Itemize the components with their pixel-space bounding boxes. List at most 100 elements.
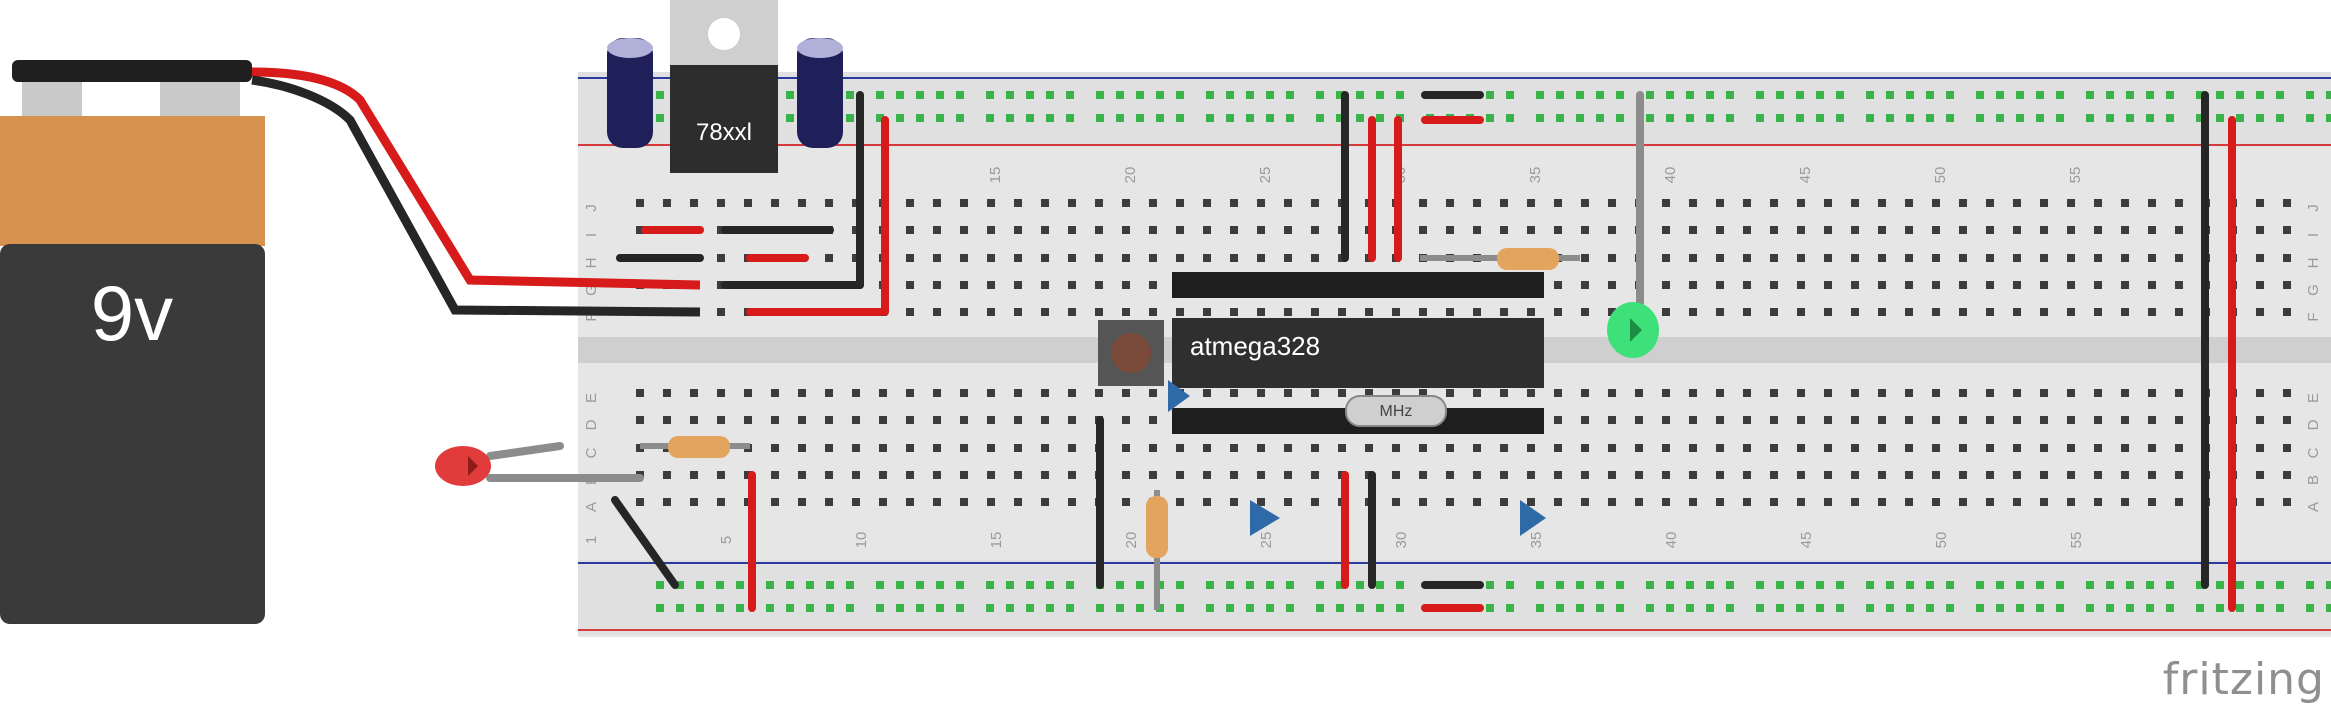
hole: [1576, 581, 1584, 589]
hole: [846, 91, 854, 99]
hole: [2166, 114, 2174, 122]
hole: [987, 281, 995, 289]
hole: [1689, 498, 1697, 506]
hole: [2056, 91, 2064, 99]
hole: [1770, 471, 1778, 479]
hole: [1616, 604, 1624, 612]
hole: [876, 581, 884, 589]
hole: [846, 114, 854, 122]
battery-9v[interactable]: 9v: [0, 60, 265, 624]
hole: [1581, 199, 1589, 207]
hole: [2175, 498, 2183, 506]
hole: [986, 91, 994, 99]
hole: [1446, 444, 1454, 452]
battery-copper-top: [0, 116, 265, 246]
hole: [798, 389, 806, 397]
hole: [1311, 389, 1319, 397]
atmega328-chip[interactable]: atmega328: [1172, 272, 1544, 434]
hole: [1246, 114, 1254, 122]
hole: [1284, 199, 1292, 207]
hole: [1986, 199, 1994, 207]
hole: [1959, 254, 1967, 262]
crystal-oscillator[interactable]: MHz: [1345, 395, 1447, 427]
hole: [960, 281, 968, 289]
hole: [1706, 114, 1714, 122]
hole: [1068, 199, 1076, 207]
hole: [1066, 91, 1074, 99]
hole: [1836, 604, 1844, 612]
hole: [1851, 498, 1859, 506]
hole: [1286, 581, 1294, 589]
hole: [1770, 416, 1778, 424]
hole: [1176, 308, 1184, 316]
hole: [1646, 581, 1654, 589]
hole: [2016, 91, 2024, 99]
hole: [798, 471, 806, 479]
hole: [1096, 91, 1104, 99]
hole: [2121, 471, 2129, 479]
hole: [1500, 308, 1508, 316]
voltage-regulator[interactable]: 78xxl: [670, 0, 778, 173]
hole: [1116, 581, 1124, 589]
hole: [1206, 114, 1214, 122]
hole: [825, 416, 833, 424]
hole: [1726, 581, 1734, 589]
hole: [876, 604, 884, 612]
hole: [1500, 471, 1508, 479]
hole: [956, 91, 964, 99]
hole: [1996, 114, 2004, 122]
hole: [736, 604, 744, 612]
resistor-left[interactable]: [640, 436, 750, 458]
hole: [1905, 498, 1913, 506]
hole: [1770, 389, 1778, 397]
hole: [1946, 114, 1954, 122]
green-led[interactable]: [1607, 302, 1659, 358]
hole: [1824, 416, 1832, 424]
hole: [1176, 604, 1184, 612]
hole: [1068, 444, 1076, 452]
column-number: 20: [1122, 167, 1139, 184]
hole: [956, 604, 964, 612]
hole: [1041, 498, 1049, 506]
crystal-label: MHz: [1380, 403, 1413, 420]
push-button[interactable]: [1098, 320, 1164, 386]
red-led[interactable]: [435, 446, 491, 486]
hole: [636, 416, 644, 424]
lead-wire-grey[interactable]: [486, 442, 564, 460]
hole: [1257, 308, 1265, 316]
hole: [987, 471, 995, 479]
hole: [2283, 444, 2291, 452]
hole: [1311, 498, 1319, 506]
hole: [1770, 226, 1778, 234]
hole: [676, 604, 684, 612]
ceramic-capacitor-reset[interactable]: [1168, 380, 1190, 412]
hole: [1996, 604, 2004, 612]
electrolytic-capacitor-left[interactable]: [607, 38, 653, 148]
electrolytic-capacitor-right[interactable]: [797, 38, 843, 148]
jumper-wire-black[interactable]: [611, 496, 679, 589]
hole: [2067, 199, 2075, 207]
hole: [1796, 91, 1804, 99]
hole: [1851, 199, 1859, 207]
hole: [2175, 308, 2183, 316]
hole: [2040, 281, 2048, 289]
hole: [1203, 498, 1211, 506]
hole: [1926, 581, 1934, 589]
hole: [1356, 581, 1364, 589]
resistor-bottom[interactable]: [1146, 490, 1168, 610]
hole: [1392, 308, 1400, 316]
hole: [1046, 114, 1054, 122]
hole: [1041, 471, 1049, 479]
hole: [1316, 604, 1324, 612]
hole: [2276, 604, 2284, 612]
hole: [1905, 444, 1913, 452]
hole: [1776, 581, 1784, 589]
ceramic-capacitor-left[interactable]: [1250, 500, 1280, 536]
ceramic-capacitor-right[interactable]: [1520, 500, 1546, 536]
resistor-top[interactable]: [1420, 248, 1580, 270]
hole: [1046, 604, 1054, 612]
hole: [1203, 444, 1211, 452]
hole: [1851, 471, 1859, 479]
hole: [1686, 581, 1694, 589]
